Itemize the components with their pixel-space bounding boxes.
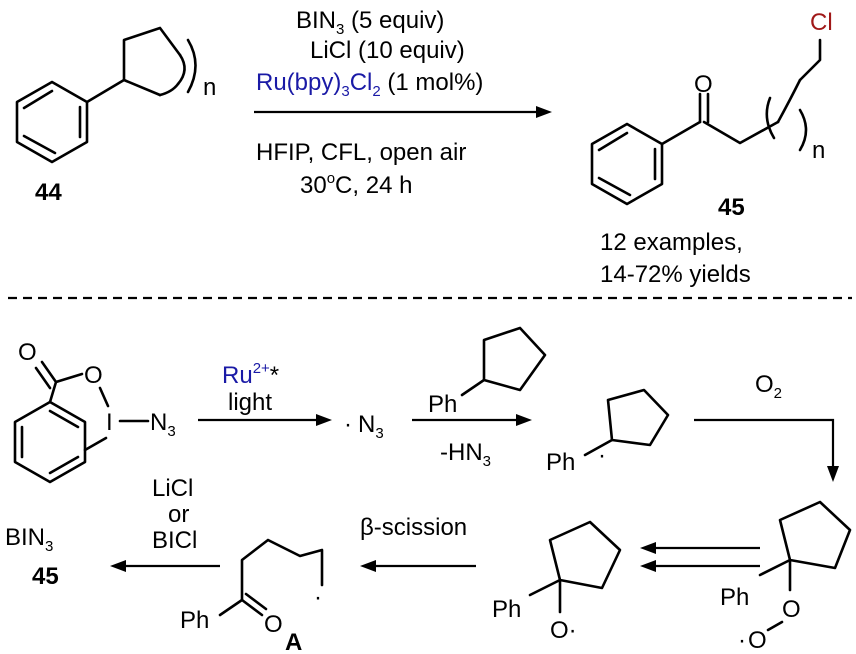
intermediate-a-carbonyl-1	[240, 598, 264, 617]
benzylic-radical: Ph ·	[546, 388, 670, 476]
product-45: O n Cl 45 12 examples, 14-72% yields	[590, 9, 833, 288]
reactant-44-repeat-bracket	[186, 38, 197, 94]
bin3-ring-bond-oi	[98, 386, 110, 408]
benzylic-radical-dot: ·	[598, 442, 606, 469]
o2-label: O2	[755, 371, 782, 402]
phenylcyclopentane-reagent: Ph	[428, 326, 547, 418]
intermediate-a-chain	[240, 538, 324, 602]
intermediate-a: Ph O · A	[180, 538, 324, 654]
product-45-bracket-left	[765, 96, 776, 140]
step-chlorination: LiCl or BICl 45	[32, 475, 220, 590]
alkoxy-oxygen: O·	[550, 617, 577, 644]
chlorination-arrowhead	[110, 560, 126, 572]
bin3-carbonyl-bond-2	[34, 366, 52, 390]
benzylic-radical-ring	[606, 388, 670, 447]
reactant-44-n-index: n	[203, 74, 216, 101]
step-beta-scission: β-scission	[360, 514, 476, 572]
alkoxy-radical: Ph O·	[492, 520, 622, 644]
reactant-44-label: 44	[35, 179, 62, 206]
reactant-44: n 44	[15, 26, 216, 206]
condition-licl: LiCl (10 equiv)	[310, 37, 465, 64]
bin3-benzene-ring	[13, 400, 87, 484]
reactant-44-cycloalkane-ring	[122, 26, 197, 97]
product-45-n-index: n	[812, 137, 825, 164]
reactant-44-benzene-ring	[15, 80, 89, 164]
benzylic-radical-ph-bond	[583, 438, 614, 457]
reagent-bicl: BICl	[152, 527, 197, 554]
reagent-licl: LiCl	[152, 475, 193, 502]
azide-radical: ·N3	[344, 411, 384, 442]
condition-solvent-light: HFIP, CFL, open air	[256, 139, 466, 166]
ru-excited-catalyst: Ru2+*	[222, 360, 279, 389]
product-45-chain-to-cl	[798, 38, 822, 82]
peroxy-o1: O	[782, 596, 801, 623]
alkoxy-radical-ring	[548, 520, 622, 590]
peroxy-radical-ring	[778, 500, 852, 570]
photoactivation-arrowhead	[316, 414, 332, 426]
product-45-chlorine: Cl	[810, 9, 833, 36]
phenylcyclopentane-ph: Ph	[428, 391, 457, 418]
equilibrium-arrowhead-2	[640, 560, 656, 572]
bin3-iodine: I	[106, 409, 113, 436]
condition-catalyst: Ru(bpy)3Cl2 (1 mol%)	[256, 69, 483, 100]
bin3-ring-bond-co	[54, 372, 84, 384]
beta-scission-arrowhead	[360, 560, 376, 572]
peroxy-radical: Ph O ·O	[720, 500, 852, 654]
bin3-structure: O O I N3 BIN3	[5, 339, 176, 555]
condition-temperature-time: 30oC, 24 h	[300, 170, 412, 199]
peroxy-radical-ph-bond	[758, 558, 792, 577]
product-45-chain-upper	[776, 78, 802, 124]
product-45-benzene-ring	[590, 122, 664, 206]
light-label: light	[228, 389, 272, 416]
bin3-i-aryl-bond	[83, 436, 108, 452]
equilibrium-arrowhead-1	[640, 542, 656, 554]
bin3-carbonyl-aryl-bond	[48, 380, 58, 404]
condition-bin3: BIN3 (5 equiv)	[296, 7, 444, 38]
bin3-carbonyl-bond-1	[40, 360, 58, 384]
step-peroxy-to-alkoxy	[640, 542, 760, 572]
product-45-bracket-right	[798, 108, 808, 152]
beta-scission-label: β-scission	[360, 514, 467, 541]
hat-arrowhead	[516, 414, 532, 426]
intermediate-a-radical-dot: ·	[314, 584, 322, 611]
intermediate-a-label: A	[285, 629, 302, 654]
product-45-label: 45	[718, 194, 745, 221]
reagent-or: or	[168, 501, 189, 528]
product-45-alkyl-chain	[702, 120, 780, 145]
scope-yields: 14-72% yields	[600, 261, 751, 288]
step-hydrogen-abstraction: Ph -HN3	[412, 326, 547, 470]
product-45-aryl-carbonyl-bond	[660, 120, 702, 146]
reactant-44-ipso-bond	[85, 78, 126, 104]
step-oxygen-trapping: O2	[694, 371, 839, 482]
o2-arrowhead	[827, 466, 839, 482]
step-photoactivation: Ru2+* light	[198, 360, 332, 426]
bin3-azide: N3	[150, 409, 176, 440]
bin3-carbonyl-oxygen: O	[18, 339, 37, 366]
bin3-ring-oxygen: O	[84, 362, 103, 389]
peroxy-radical-ph: Ph	[720, 584, 749, 611]
o2-arrow	[694, 418, 835, 470]
peroxy-o2: ·O	[738, 627, 767, 654]
alkoxy-radical-ph-bond	[528, 578, 562, 597]
top-reaction-arrowhead	[536, 106, 552, 118]
top-reaction-conditions: BIN3 (5 equiv) LiCl (10 equiv) Ru(bpy)3C…	[254, 7, 552, 199]
scope-examples: 12 examples,	[600, 229, 743, 256]
alkoxy-radical-ph: Ph	[492, 596, 521, 623]
intermediate-a-oxygen: O	[264, 611, 283, 638]
intermediate-a-ph: Ph	[180, 607, 209, 634]
product-45-oxygen: O	[694, 71, 713, 98]
intermediate-a-carbonyl-2	[244, 592, 268, 611]
benzylic-radical-ph: Ph	[546, 449, 575, 476]
final-product-label: 45	[32, 563, 59, 590]
minus-hn3: -HN3	[440, 439, 491, 470]
intermediate-a-ph-bond	[218, 598, 244, 617]
peroxy-o-o-bond	[766, 620, 784, 632]
bin3-label: BIN3	[5, 524, 53, 555]
